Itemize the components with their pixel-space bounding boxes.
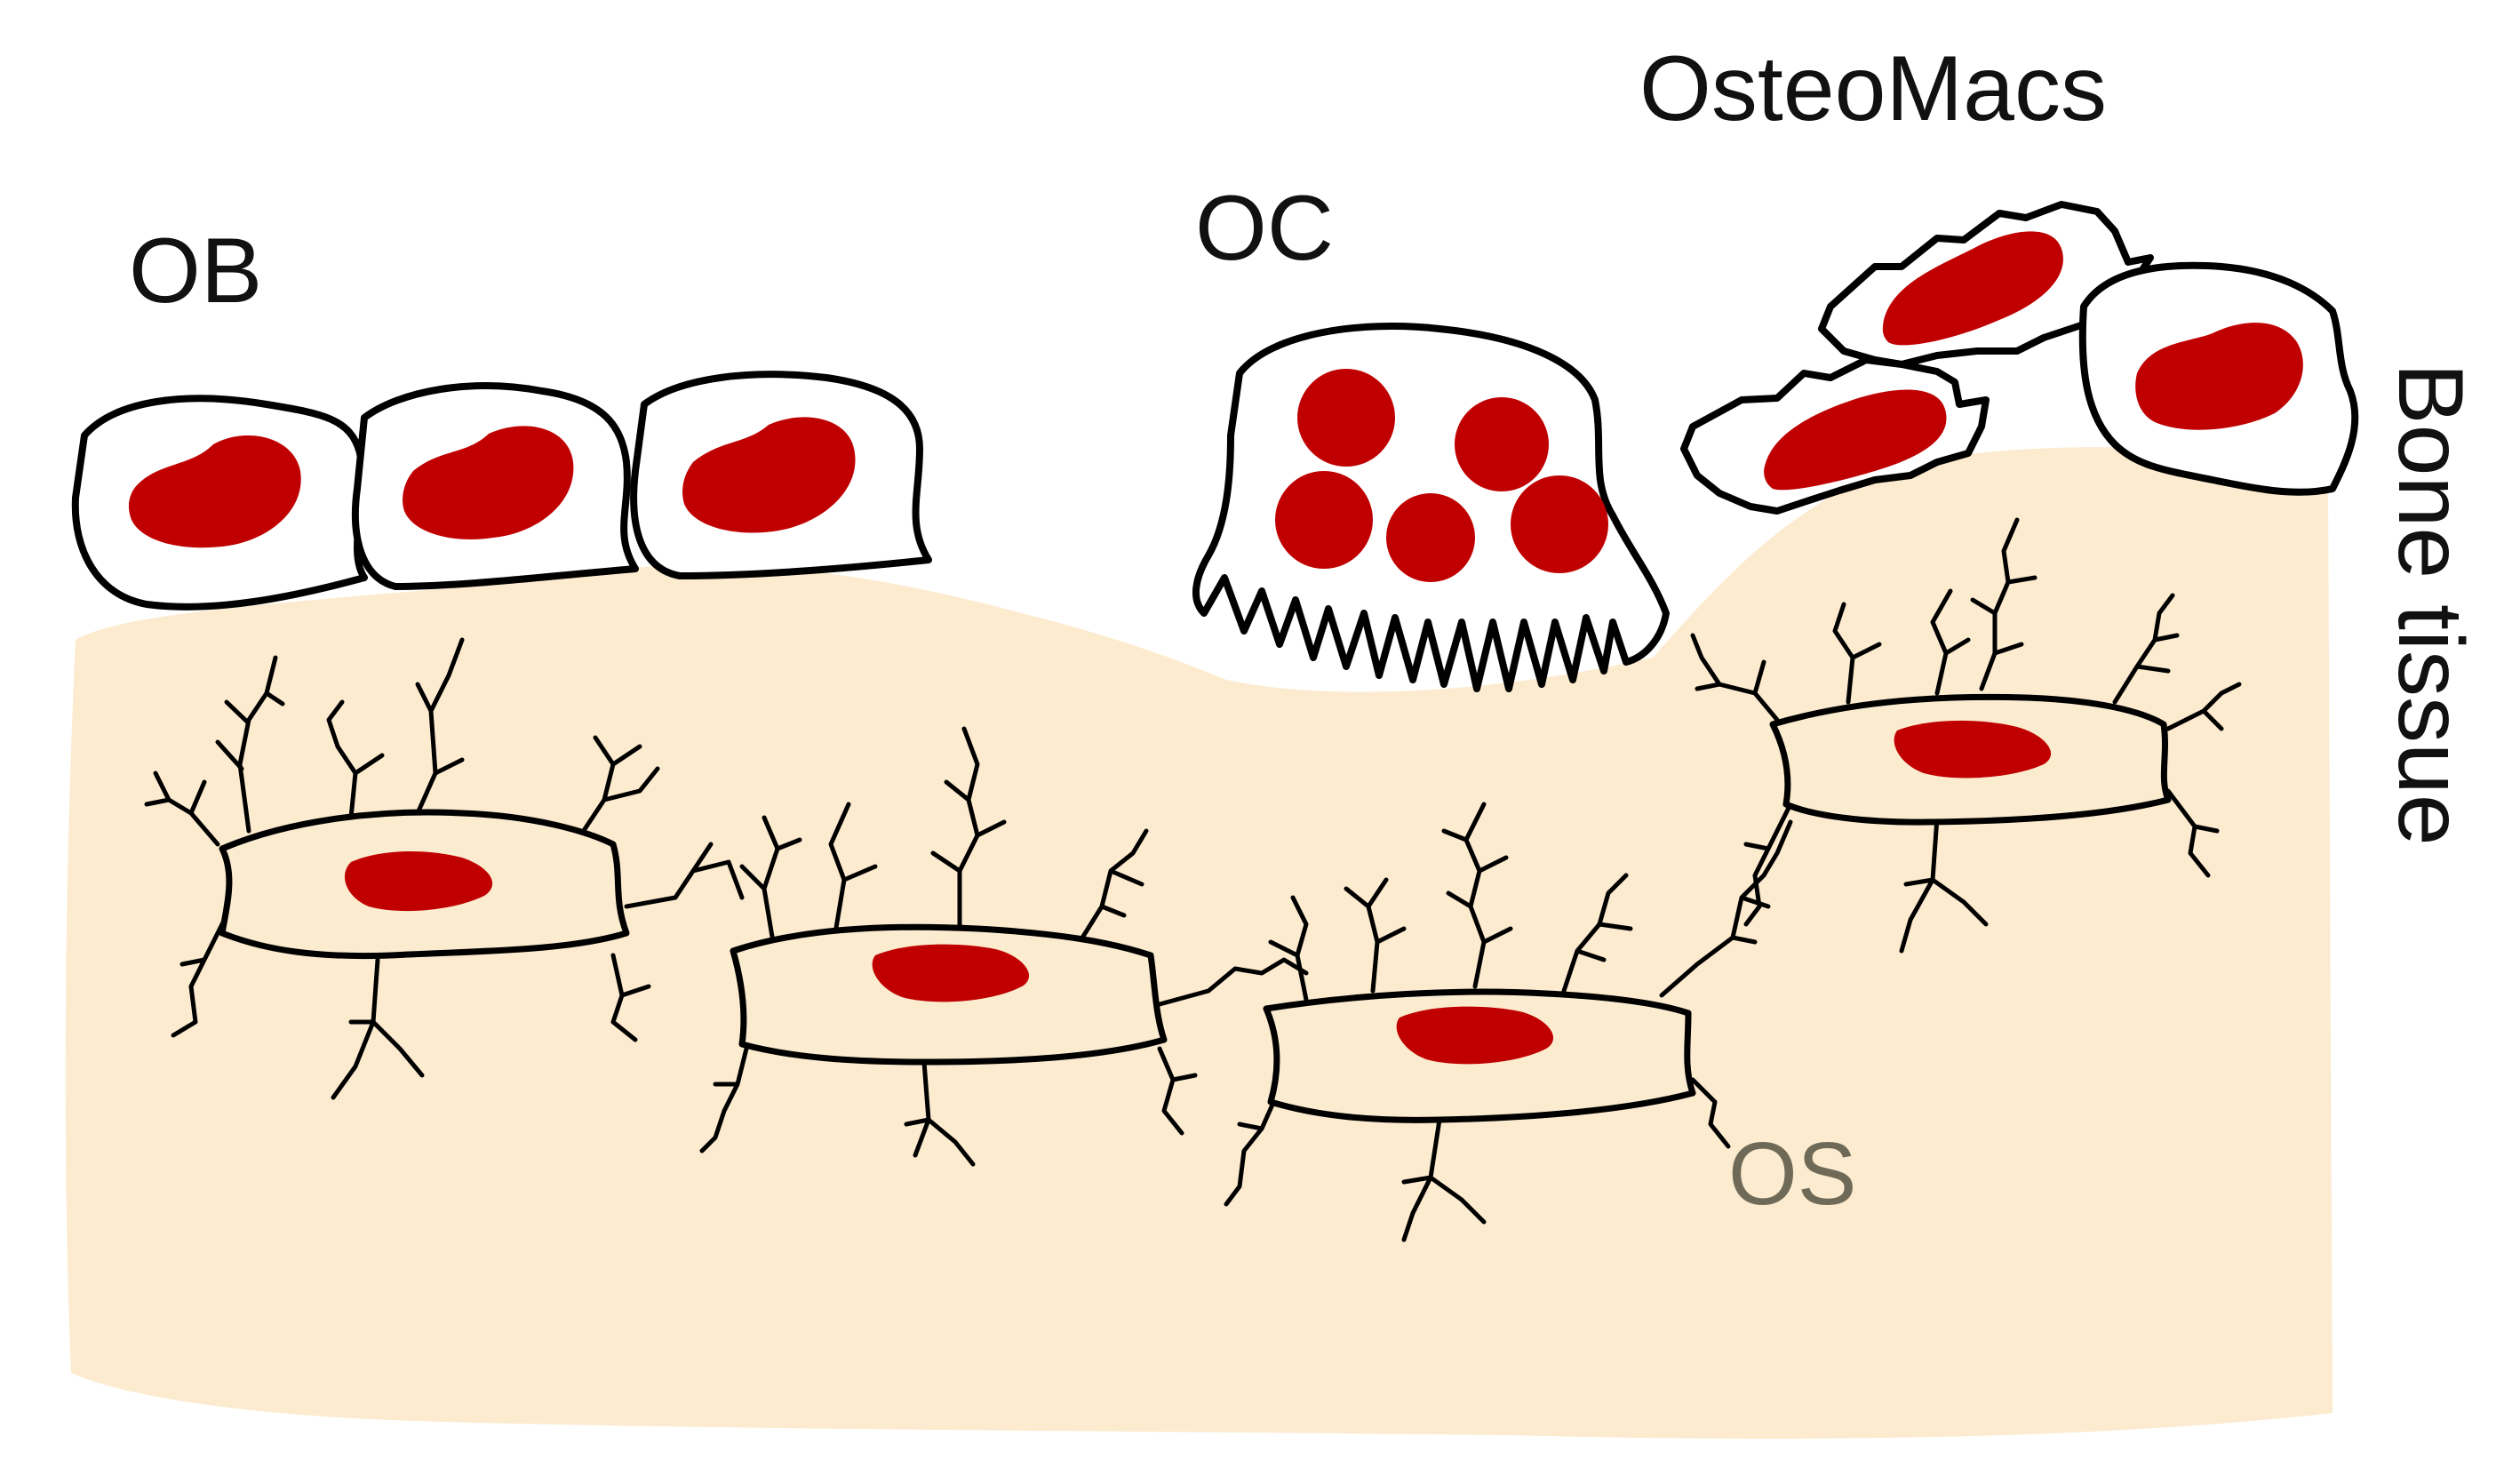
label-oc: OC: [1195, 177, 1334, 280]
osteocyte-group: [144, 517, 2242, 1242]
osteoblast-cell: [71, 395, 368, 611]
nucleus: [1894, 720, 2052, 778]
osteocyte-cell: [699, 726, 1309, 1167]
nucleus: [1882, 231, 2063, 346]
nucleus: [1511, 475, 1608, 573]
osteoblast-cell: [630, 371, 932, 579]
bone-tissue-region: [65, 447, 2333, 1439]
osteocyte-cell: [1690, 517, 2242, 954]
label-ob: OB: [129, 220, 262, 323]
nucleus: [1396, 1006, 1554, 1065]
nucleus: [403, 426, 574, 539]
osteomac-group: [1680, 201, 2359, 515]
label-osteomacs: OsteoMacs: [1639, 37, 2107, 140]
nucleus: [1275, 471, 1373, 569]
nucleus: [872, 944, 1030, 1002]
nucleus: [1297, 369, 1395, 467]
osteoblast-cell: [351, 382, 639, 590]
osteocyte-cell: [144, 637, 745, 1100]
osteocyte-cell: [1224, 802, 1793, 1242]
nucleus: [2135, 323, 2303, 430]
nucleus: [1386, 493, 1475, 582]
osteomac-cell: [2078, 261, 2359, 496]
osteoblast-group: [71, 371, 932, 611]
nucleus: [682, 417, 856, 533]
label-os: OS: [1728, 1124, 1856, 1224]
nucleus: [128, 435, 301, 548]
nucleus: [1764, 389, 1947, 491]
label-bone-tissue: Bone tissue: [2379, 363, 2482, 845]
nucleus: [1455, 397, 1549, 491]
osteoclast-cell: [1192, 323, 1670, 692]
osteomac-cell: [1680, 356, 1990, 515]
nucleus: [344, 851, 493, 912]
